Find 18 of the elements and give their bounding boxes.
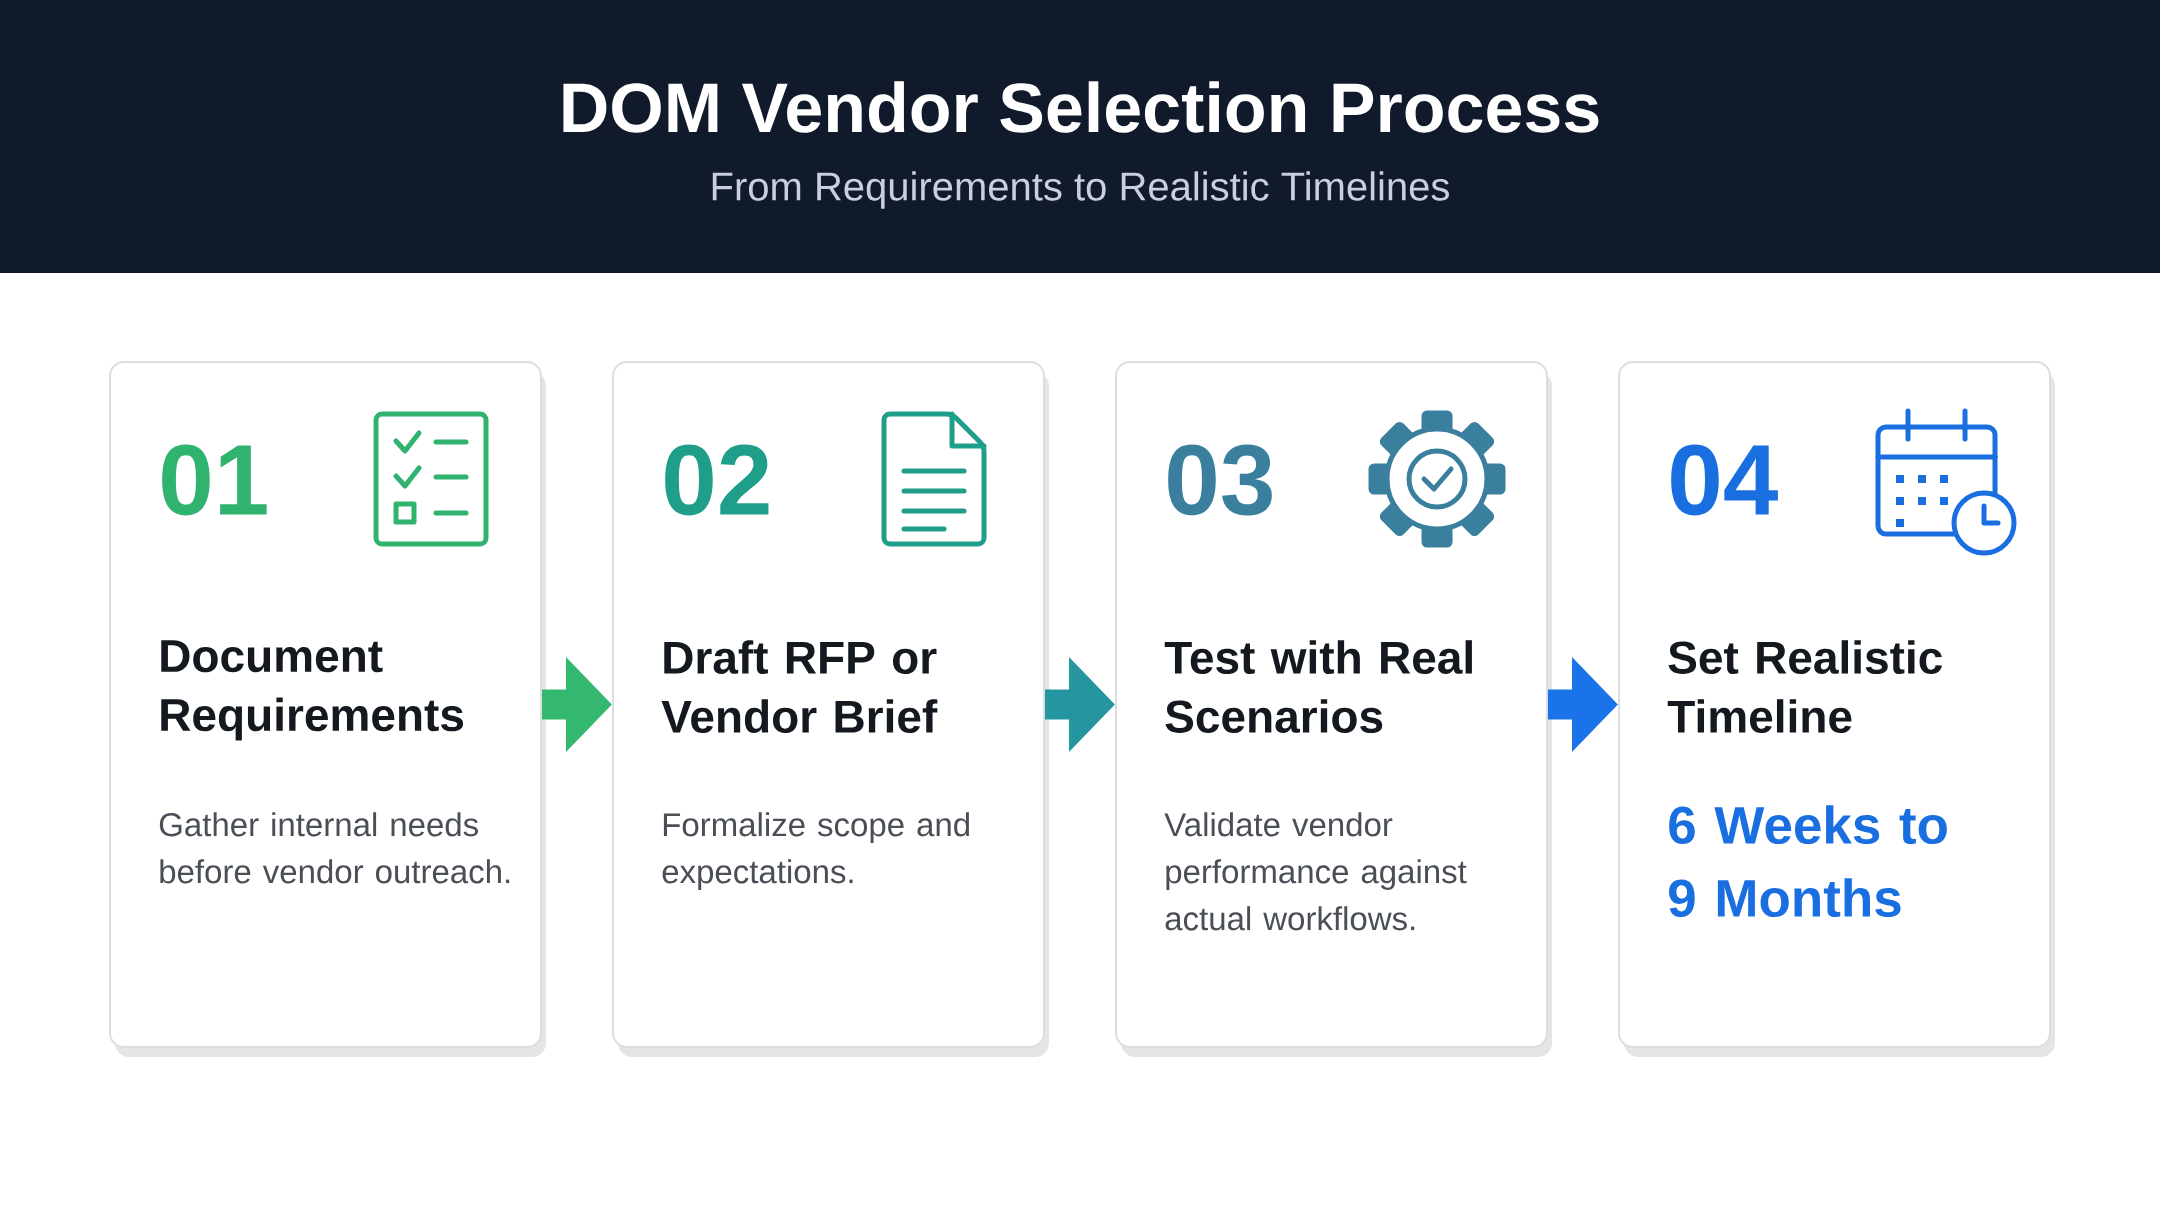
step-description: Formalize scope and expectations. bbox=[662, 812, 969, 890]
step-card bbox=[109, 361, 546, 1057]
title: DOM Vendor Selection Process bbox=[563, 81, 1599, 133]
step-card bbox=[1618, 361, 2055, 1057]
subtitle: From Requirements to Realistic Timelines bbox=[712, 171, 1449, 209]
step-heading: Test with Real Scenarios bbox=[1164, 640, 1472, 733]
step-number: 03 bbox=[1168, 444, 1272, 516]
step-description: Gather internal needs before vendor outreach. bbox=[159, 812, 510, 884]
step-number: 01 bbox=[162, 444, 267, 516]
duration-text: 6 Weeks to 9 Months bbox=[1669, 805, 1947, 918]
step-heading: Draft RFP or Vendor Brief bbox=[661, 640, 938, 733]
step-number: 04 bbox=[1671, 444, 1778, 516]
step-number: 02 bbox=[665, 444, 769, 516]
step-heading: Document Requirements bbox=[161, 640, 464, 741]
step-card bbox=[612, 361, 1049, 1057]
step-heading: Set Realistic Timeline bbox=[1667, 640, 1942, 733]
step-card bbox=[1115, 361, 1552, 1057]
step-description: Validate vendor performance against actual workflows. bbox=[1164, 812, 1467, 931]
